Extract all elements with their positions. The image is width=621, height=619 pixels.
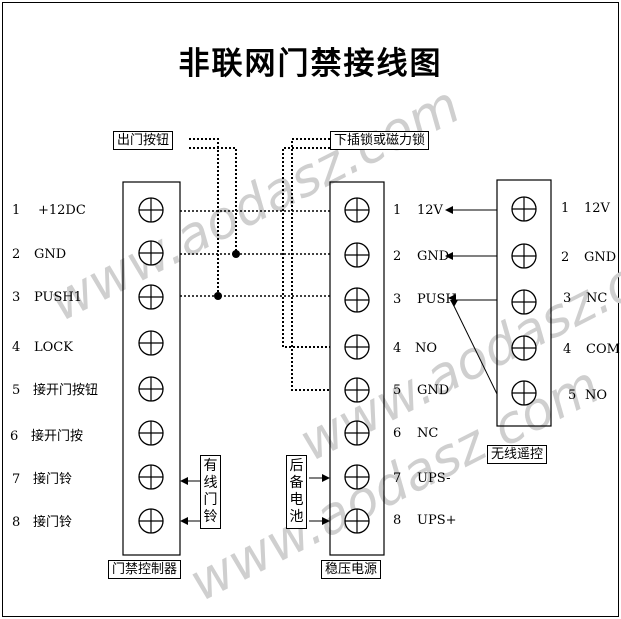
pin-label: GND xyxy=(417,249,450,264)
doorbell-char: 铃 xyxy=(203,509,218,525)
pin-label: 12V xyxy=(584,201,610,216)
remote-block xyxy=(496,179,552,427)
pin-label: LOCK xyxy=(34,340,73,355)
pin-number: 8 xyxy=(393,513,402,528)
battery-char: 备 xyxy=(289,475,304,491)
pin-label: NO xyxy=(585,388,608,403)
pin-label: PUSH1 xyxy=(34,290,82,305)
exit-button-wires xyxy=(189,138,237,296)
pin-number: 1 xyxy=(393,203,402,218)
pin-number: 3 xyxy=(393,292,402,307)
pin-label: NC xyxy=(417,426,439,441)
pin-label: COM xyxy=(586,342,620,357)
pin-number: 5 xyxy=(568,388,577,403)
remote-label: 无线遥控 xyxy=(487,445,548,464)
pin-label: NC xyxy=(586,291,608,306)
terminal-screws xyxy=(138,196,537,534)
pin-number: 2 xyxy=(561,250,570,265)
controller-label: 门禁控制器 xyxy=(108,560,182,579)
battery-char: 电 xyxy=(289,492,304,508)
exit-button-label: 出门按钮 xyxy=(113,131,174,150)
pin-label: 接门铃 xyxy=(33,515,73,530)
pin-number: 4 xyxy=(393,341,402,356)
pin-number: 2 xyxy=(393,249,402,264)
pin-label: 接开门按 xyxy=(31,429,84,444)
pin-number: 1 xyxy=(561,201,570,216)
pin-label: +12DC xyxy=(38,203,86,218)
pin-label: GND xyxy=(417,383,450,398)
doorbell-char: 有 xyxy=(203,458,218,474)
pin-number: 5 xyxy=(393,383,402,398)
pin-number: 3 xyxy=(12,290,21,305)
pin-label: GND xyxy=(584,250,617,265)
pin-label: UPS- xyxy=(417,471,451,486)
battery-char: 池 xyxy=(289,509,304,525)
battery-wires xyxy=(309,477,327,522)
junction-dot xyxy=(214,292,222,300)
pin-number: 3 xyxy=(563,291,572,306)
power-block xyxy=(329,181,385,556)
lock-wires xyxy=(282,138,330,391)
junction-dot xyxy=(232,250,240,258)
pin-number: 8 xyxy=(12,515,21,530)
pin-number: 4 xyxy=(563,342,572,357)
doorbell-char: 门 xyxy=(203,492,218,508)
doorbell-char: 线 xyxy=(203,475,218,491)
pin-label: 接门铃 xyxy=(33,472,73,487)
controller-block xyxy=(122,181,181,556)
controller-power-wires xyxy=(180,210,330,297)
remote-power-wires xyxy=(451,209,498,395)
pin-number: 6 xyxy=(10,429,19,444)
pin-number: 2 xyxy=(12,247,21,262)
battery-char: 后 xyxy=(289,458,304,474)
battery-label: 后 备 电 池 xyxy=(286,455,307,529)
power-label: 稳压电源 xyxy=(321,560,382,579)
arrowheads xyxy=(445,206,458,307)
pin-label: UPS+ xyxy=(417,513,457,528)
diagram-title: 非联网门禁接线图 xyxy=(178,46,443,82)
pin-label: PUSH xyxy=(417,292,457,307)
doorbell-label: 有 线 门 铃 xyxy=(200,455,221,529)
pin-number: 1 xyxy=(12,203,21,218)
pin-label: 接开门按钮 xyxy=(33,383,99,398)
lock-label: 下插锁或磁力锁 xyxy=(330,131,430,150)
pin-number: 5 xyxy=(12,383,21,398)
pin-label: GND xyxy=(34,247,67,262)
doorbell-wires xyxy=(183,480,200,522)
pin-number: 4 xyxy=(12,340,21,355)
pin-number: 7 xyxy=(12,472,21,487)
pin-number: 6 xyxy=(393,426,402,441)
pin-label: NO xyxy=(415,341,438,356)
pin-number: 7 xyxy=(393,471,402,486)
pin-label: 12V xyxy=(417,203,443,218)
